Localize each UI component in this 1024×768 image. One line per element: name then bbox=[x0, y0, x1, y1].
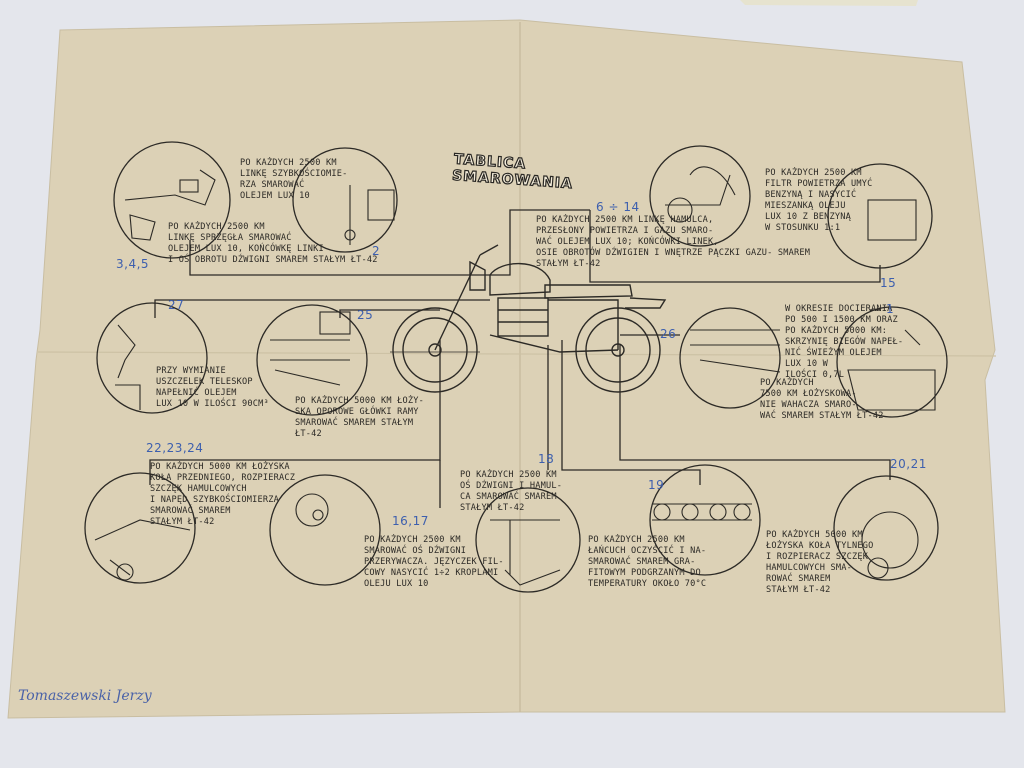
detail-gearbox bbox=[679, 307, 781, 409]
seat bbox=[544, 284, 633, 299]
note-breaker-lever: PO KAŻDYCH 2500 km SMAROWAĆ OŚ DŹWIGNI P… bbox=[364, 535, 504, 589]
note-rear-wheel: PO KAŻDYCH 5000 km ŁOŻYSKA KOŁA TYLNEGO … bbox=[766, 530, 874, 595]
detail-air-filter bbox=[827, 163, 933, 269]
detail-steering-head bbox=[256, 304, 368, 416]
paper-corner-top bbox=[740, 0, 918, 6]
detail-clutch-lever bbox=[113, 141, 231, 259]
detail-rear-hub bbox=[833, 475, 939, 581]
front-wheel bbox=[392, 307, 478, 393]
detail-brake-pedal bbox=[475, 487, 581, 593]
detail-sketches bbox=[94, 166, 936, 586]
note-clutch-cable: PO KAŻDYCH 2500 km LINKĘ SPRZĘGŁA SMAROW… bbox=[168, 222, 378, 265]
ref-number-26: 26 bbox=[660, 327, 677, 341]
note-gearbox-oil: W OKRESIE DOCIERANIA PO 500 I 1500 km OR… bbox=[785, 304, 904, 380]
detail-brake-lever bbox=[649, 145, 751, 247]
note-brake-throttle-cables: PO KAŻDYCH 2500 km LINKĘ HAMULCA, PRZESŁ… bbox=[536, 215, 811, 269]
horizontal-fold bbox=[37, 351, 997, 357]
note-swingarm: PO KAŻDYCH 7500 km ŁOŻYSKOWA- NIE WAHACZ… bbox=[760, 378, 884, 421]
detail-circles bbox=[84, 141, 948, 593]
ref-number-1: 1 bbox=[886, 302, 895, 316]
ref-number-3-4-5: 3,4,5 bbox=[116, 257, 150, 271]
note-air-filter: PO KAŻDYCH 2500 km FILTR POWIETRZA UMYĆ … bbox=[765, 168, 873, 233]
ref-number-19: 19 bbox=[648, 478, 665, 492]
engine bbox=[497, 297, 549, 337]
ref-number-22-23-24: 22,23,24 bbox=[146, 441, 204, 455]
leader-lines bbox=[149, 209, 891, 508]
paper-sheet bbox=[7, 19, 1006, 719]
ref-number-20-21: 20,21 bbox=[890, 457, 927, 471]
ref-number-16-17: 16,17 bbox=[392, 514, 429, 528]
ref-number-2: 2 bbox=[372, 244, 381, 258]
note-speedometer-cable: PO KAŻDYCH 2500 km LINKĘ SZYBKOŚCIOMIE- … bbox=[240, 158, 348, 201]
detail-front-hub bbox=[84, 472, 196, 584]
note-steering-bearings: PO KAŻDYCH 5000 km ŁOŻY- SKA OPOROWE GŁÓ… bbox=[295, 396, 424, 439]
ref-number-27: 27 bbox=[168, 298, 185, 312]
ref-number-6-14: 6 ÷ 14 bbox=[596, 200, 640, 214]
fuel-tank bbox=[489, 262, 551, 296]
detail-telescope bbox=[96, 302, 208, 414]
ref-number-18: 18 bbox=[538, 452, 555, 466]
detail-chain bbox=[649, 464, 761, 576]
ref-number-15: 15 bbox=[880, 276, 897, 290]
detail-breaker bbox=[269, 474, 381, 586]
note-brake-lever-axis: PO KAŻDYCH 2500 km OŚ DŹWIGNI I HAMUL- C… bbox=[460, 470, 563, 513]
ref-number-25: 25 bbox=[357, 308, 374, 322]
note-telescope-oil: PRZY WYMIANIE USZCZELEK TELESKOP NAPEŁNI… bbox=[156, 366, 269, 409]
handwritten-signature: Tomaszewski Jerzy bbox=[18, 688, 152, 704]
detail-speedo-cable bbox=[292, 147, 398, 253]
note-front-wheel: PO KAŻDYCH 5000 km ŁOŻYSKA KOŁA PRZEDNIE… bbox=[150, 462, 296, 527]
detail-oil-fill bbox=[836, 306, 948, 418]
note-chain: PO KAŻDYCH 2500 km ŁAŃCUCH OCZYŚCIĆ I NA… bbox=[588, 535, 707, 589]
motorcycle-illustration bbox=[390, 244, 667, 393]
